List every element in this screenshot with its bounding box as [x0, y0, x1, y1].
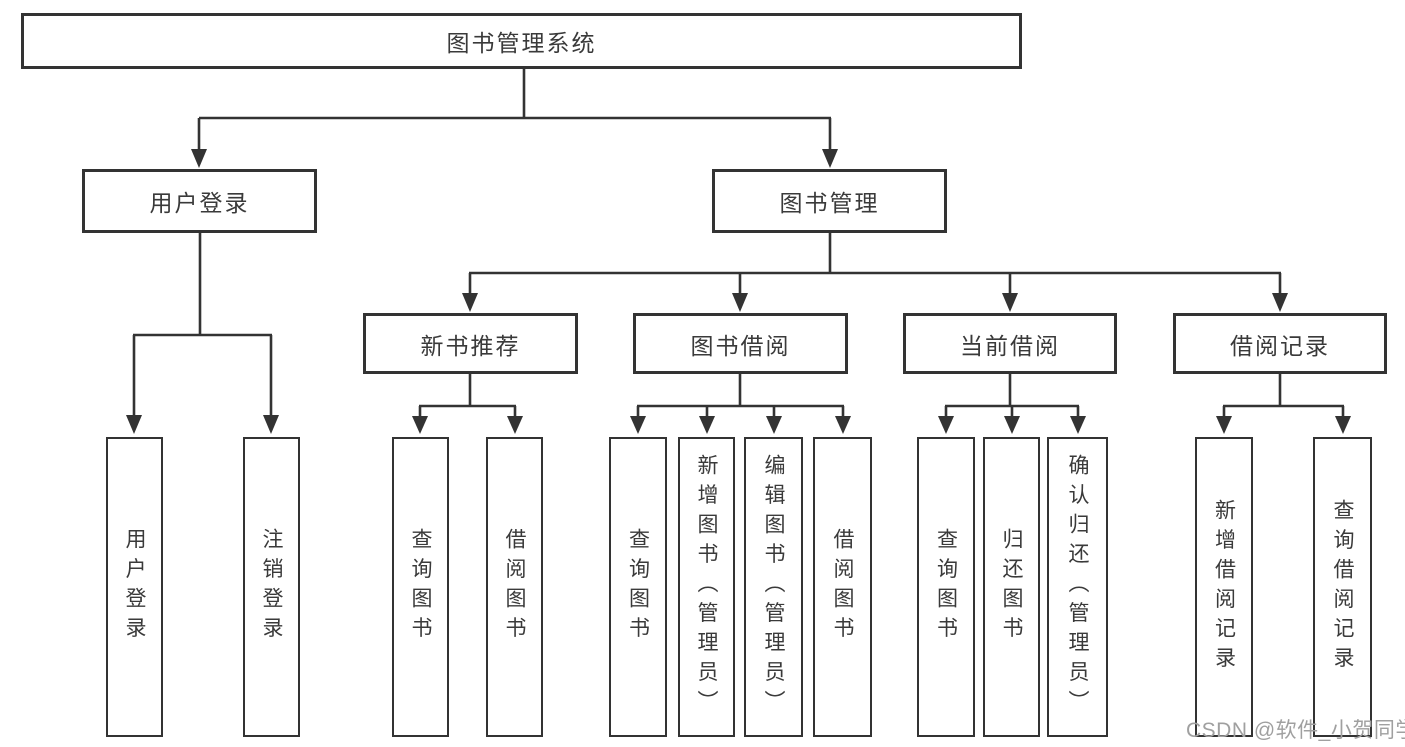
connector-book-mgmt-to-level3: [462, 233, 1288, 312]
node-new-book-rec-label: 新书推荐: [420, 332, 521, 359]
leaf-nbr-query-books: 查询图书: [392, 437, 449, 737]
leaf-br-query-record: 查询借阅记录: [1313, 437, 1372, 737]
leaf-bb-borrow-books-label: 借阅图书: [831, 528, 854, 646]
node-borrow-records: 借阅记录: [1173, 313, 1387, 374]
leaf-bb-edit-books-admin-label: 编辑图书（管理员）: [762, 454, 785, 720]
leaf-cb-return-books: 归还图书: [983, 437, 1040, 737]
connector-book-borrow-to-leaves: [630, 374, 851, 434]
leaf-bb-query-books-label: 查询图书: [626, 528, 650, 646]
leaf-bb-borrow-books: 借阅图书: [813, 437, 872, 737]
leaf-bb-add-books-admin-label: 新增图书（管理员）: [695, 454, 718, 720]
leaf-nbr-borrow-books-label: 借阅图书: [503, 528, 526, 646]
leaf-user-login: 用户登录: [106, 437, 163, 737]
connector-user-login-to-leaves: [126, 233, 279, 434]
leaf-nbr-borrow-books: 借阅图书: [486, 437, 543, 737]
node-book-mgmt-label: 图书管理: [779, 190, 880, 216]
connector-borrow-records-to-leaves: [1216, 374, 1351, 434]
leaf-logout: 注销登录: [243, 437, 300, 737]
node-book-borrow-label: 图书借阅: [690, 332, 791, 359]
leaf-br-add-record: 新增借阅记录: [1195, 437, 1253, 737]
leaf-bb-edit-books-admin: 编辑图书（管理员）: [744, 437, 803, 737]
node-current-borrow: 当前借阅: [903, 313, 1117, 374]
node-new-book-rec: 新书推荐: [363, 313, 578, 374]
csdn-watermark: CSDN @软件_小贺同学: [1186, 719, 1405, 742]
connector-root-to-level2: [191, 69, 838, 168]
connector-current-borrow-to-leaves: [938, 374, 1086, 434]
node-user-login-label: 用户登录: [149, 190, 250, 216]
leaf-br-query-record-label: 查询借阅记录: [1331, 498, 1354, 676]
leaf-bb-add-books-admin: 新增图书（管理员）: [678, 437, 735, 737]
leaf-user-login-label: 用户登录: [123, 528, 146, 646]
node-borrow-records-label: 借阅记录: [1230, 332, 1330, 359]
node-current-borrow-label: 当前借阅: [960, 332, 1060, 359]
leaf-logout-label: 注销登录: [260, 528, 283, 646]
leaf-bb-query-books: 查询图书: [609, 437, 667, 737]
node-book-borrow: 图书借阅: [633, 313, 848, 374]
leaf-cb-confirm-return-admin: 确认归还（管理员）: [1047, 437, 1108, 737]
leaf-cb-return-books-label: 归还图书: [1000, 528, 1023, 646]
node-user-login: 用户登录: [82, 169, 317, 233]
leaf-cb-query-books: 查询图书: [917, 437, 975, 737]
leaf-nbr-query-books-label: 查询图书: [409, 528, 432, 646]
node-root: 图书管理系统: [21, 13, 1022, 69]
leaf-cb-confirm-return-admin-label: 确认归还（管理员）: [1066, 454, 1089, 720]
leaf-br-add-record-label: 新增借阅记录: [1212, 498, 1236, 676]
node-book-mgmt: 图书管理: [712, 169, 947, 233]
node-root-label: 图书管理系统: [446, 30, 597, 56]
leaf-cb-query-books-label: 查询图书: [934, 528, 958, 646]
connector-new-book-rec-to-leaves: [412, 374, 523, 434]
